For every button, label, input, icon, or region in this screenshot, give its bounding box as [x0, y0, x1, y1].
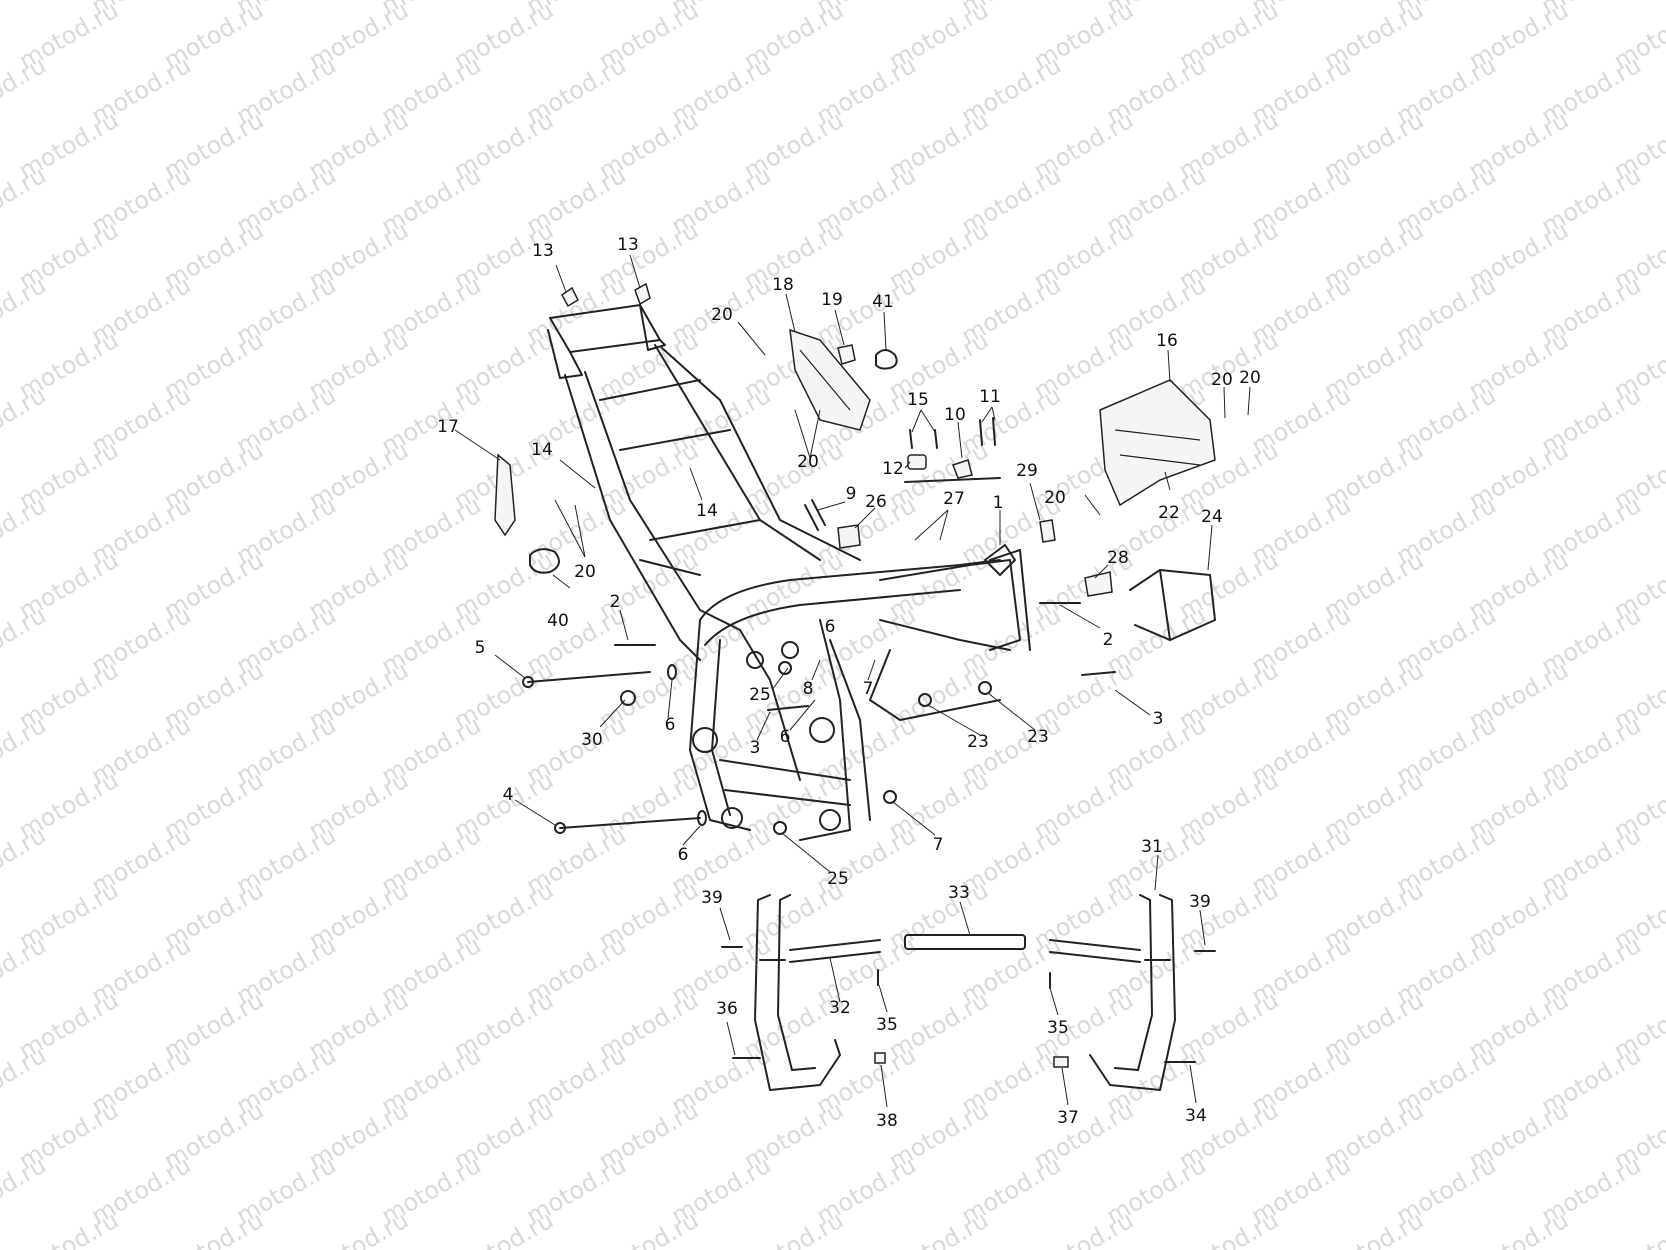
- callout-27: 27: [943, 489, 965, 509]
- watermark-text: motod.ru: [0, 161, 51, 240]
- callout-28: 28: [1107, 548, 1129, 568]
- watermark-text: motod.ru: [0, 271, 51, 350]
- watermark-text: motod.ru: [159, 1206, 268, 1250]
- watermark-text: motod.ru: [304, 1206, 413, 1250]
- watermark-text: motod.ru: [0, 821, 51, 900]
- watermark-text: motod.ru: [0, 1151, 51, 1230]
- callout-1: 1: [993, 493, 1004, 513]
- watermark-text: motod.ru: [1174, 1206, 1283, 1250]
- callout-39: 39: [701, 888, 723, 908]
- watermark-text: motod.ru: [0, 1041, 51, 1120]
- callout-35: 35: [876, 1015, 898, 1035]
- watermark-text: motod.ru: [0, 601, 51, 680]
- watermark-text: motod.ru: [594, 1206, 703, 1250]
- callout-4: 4: [503, 785, 514, 805]
- watermark-text: motod.ru: [449, 1206, 558, 1250]
- heat-shield-16: [1099, 379, 1216, 507]
- watermark-text: motod.ru: [739, 1206, 848, 1250]
- callout-18: 18: [772, 275, 794, 295]
- callout-25: 25: [749, 685, 771, 705]
- callout-14: 14: [696, 501, 718, 521]
- callout-20: 20: [574, 562, 596, 582]
- callout-13: 13: [617, 235, 639, 255]
- callout-36: 36: [716, 999, 738, 1019]
- callout-24: 24: [1201, 507, 1223, 527]
- callout-32: 32: [829, 998, 851, 1018]
- watermark-text: motod.ru: [1464, 1206, 1573, 1250]
- callout-23: 23: [1027, 727, 1049, 747]
- callout-3: 3: [1153, 709, 1164, 729]
- callout-33: 33: [948, 883, 970, 903]
- heat-shield-18: [789, 328, 871, 431]
- callout-20: 20: [711, 305, 733, 325]
- callout-2: 2: [610, 592, 621, 612]
- callout-7: 7: [933, 835, 944, 855]
- clip-parts: [837, 344, 898, 370]
- callout-16: 16: [1156, 331, 1178, 351]
- watermark-text: motod.ru: [0, 381, 51, 460]
- callout-14: 14: [531, 440, 553, 460]
- crash-bar-right: [1049, 894, 1176, 1091]
- callout-20: 20: [1044, 488, 1066, 508]
- callout-labels: 13 13 18 19 41 20 16 20 20 17 14 14 20 1…: [437, 235, 1261, 1131]
- watermark-text: motod.ru: [0, 931, 51, 1010]
- watermark-text: motod.ru: [14, 1206, 123, 1250]
- callout-7: 7: [863, 679, 874, 699]
- callout-30: 30: [581, 730, 603, 750]
- watermark-text: motod.ru: [1609, 1206, 1666, 1250]
- crash-bar-hardware: [721, 946, 1216, 1068]
- callout-25: 25: [827, 869, 849, 889]
- watermark-text: motod.ru: [1029, 1206, 1138, 1250]
- watermark-text: motod.ru: [0, 51, 51, 130]
- callout-23: 23: [967, 732, 989, 752]
- callout-20: 20: [797, 452, 819, 472]
- small-hardware: [522, 417, 1216, 835]
- watermark-text: motod.ru: [884, 1206, 993, 1250]
- callout-39: 39: [1189, 892, 1211, 912]
- callout-41: 41: [872, 292, 894, 312]
- frame-assembly: [547, 304, 1031, 841]
- callout-26: 26: [865, 492, 887, 512]
- callout-5: 5: [475, 638, 486, 658]
- side-cover-17: [494, 453, 516, 537]
- callout-31: 31: [1141, 837, 1163, 857]
- callout-22: 22: [1158, 503, 1180, 523]
- watermark-text: motod.ru: [1319, 1206, 1428, 1250]
- leader-lines: [454, 254, 1251, 1108]
- callout-3: 3: [750, 738, 761, 758]
- callout-17: 17: [437, 417, 459, 437]
- crash-bar-tube-33: [904, 934, 1026, 950]
- callout-20: 20: [1239, 368, 1261, 388]
- callout-11: 11: [979, 387, 1001, 407]
- callout-29: 29: [1016, 461, 1038, 481]
- callout-19: 19: [821, 290, 843, 310]
- crash-bar-left: [754, 894, 881, 1091]
- callout-12: 12: [882, 459, 904, 479]
- callout-6: 6: [678, 845, 689, 865]
- callout-37: 37: [1057, 1108, 1079, 1128]
- callout-9: 9: [846, 484, 857, 504]
- callout-38: 38: [876, 1111, 898, 1131]
- callout-40: 40: [547, 611, 569, 631]
- callout-8: 8: [803, 679, 814, 699]
- callout-20: 20: [1211, 370, 1233, 390]
- callout-2: 2: [1103, 630, 1114, 650]
- clip-40: [529, 548, 560, 574]
- callout-10: 10: [944, 405, 966, 425]
- callout-34: 34: [1185, 1106, 1207, 1126]
- callout-6: 6: [825, 617, 836, 637]
- watermark-text: motod.ru: [0, 491, 51, 570]
- callout-6: 6: [780, 727, 791, 747]
- callout-13: 13: [532, 241, 554, 261]
- watermark-text: motod.ru: [0, 711, 51, 790]
- top-brackets: [561, 282, 651, 308]
- callout-6: 6: [665, 715, 676, 735]
- callout-15: 15: [907, 390, 929, 410]
- callout-35: 35: [1047, 1018, 1069, 1038]
- watermark-text: motod.ru: [0, 0, 51, 20]
